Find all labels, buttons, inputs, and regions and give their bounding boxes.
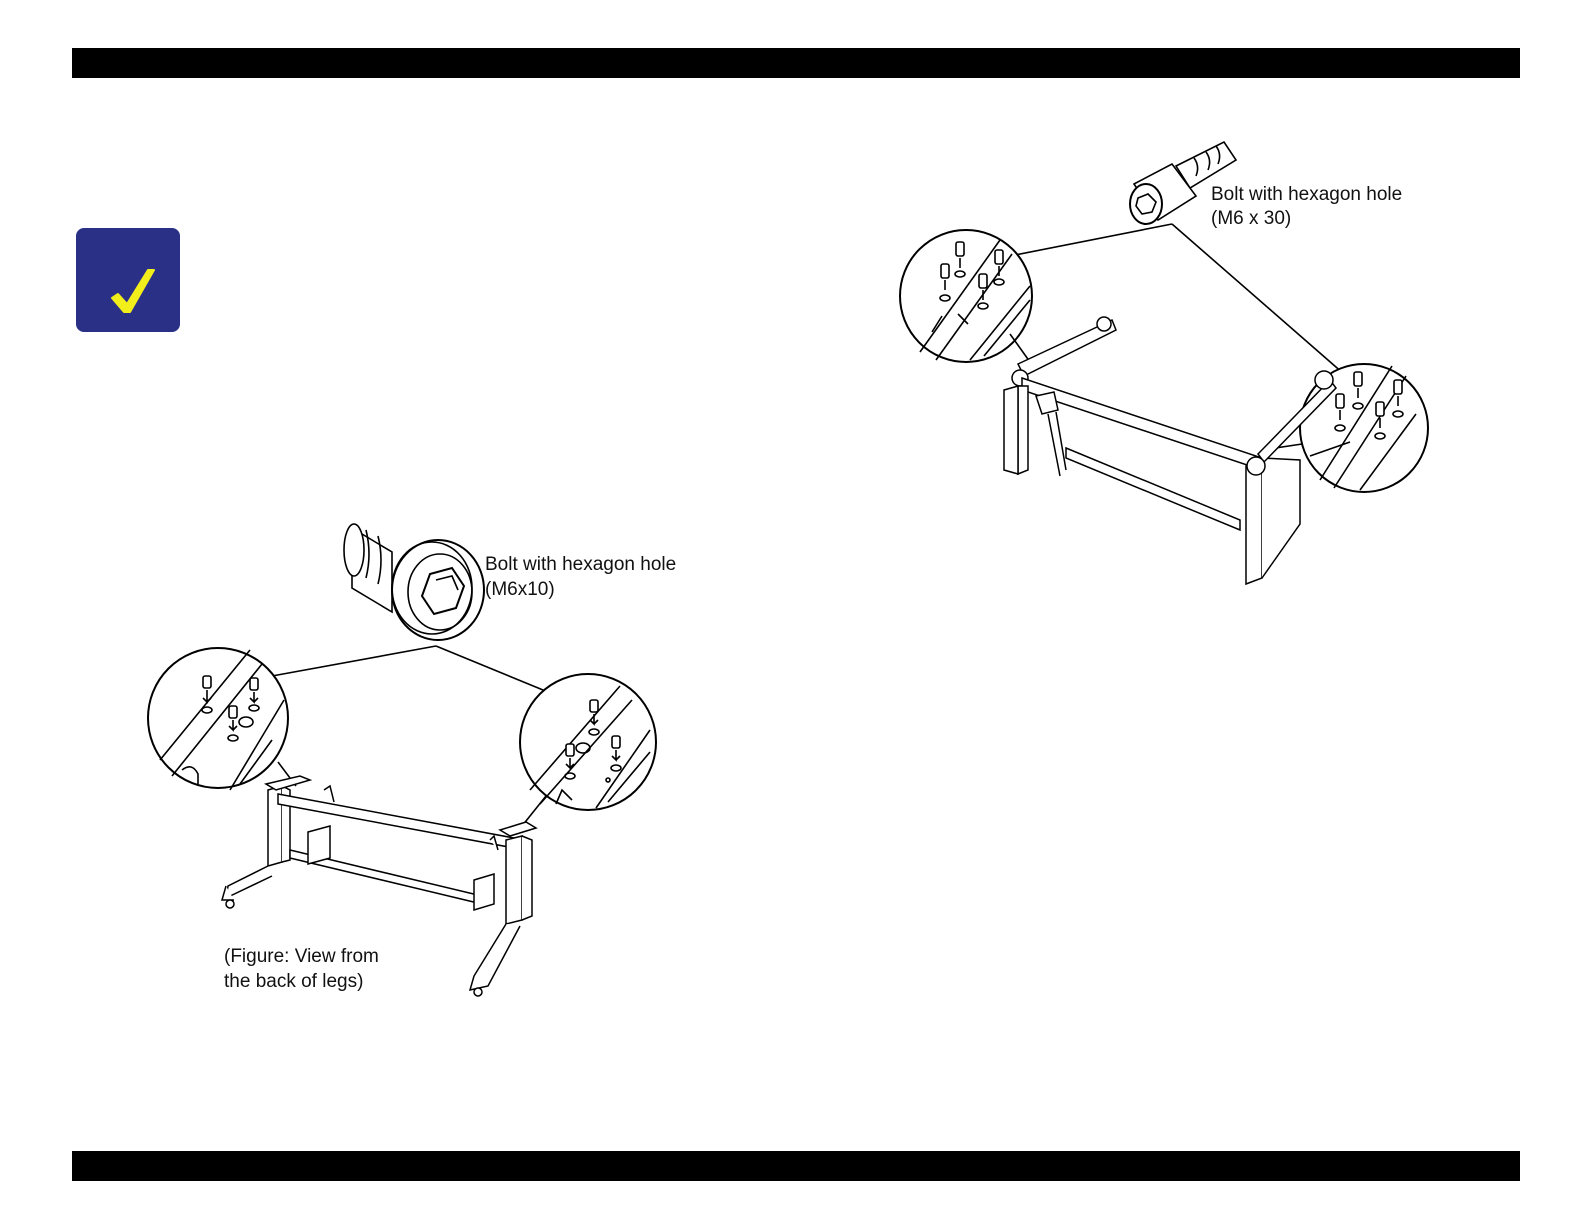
footer-bar [72, 1151, 1520, 1181]
figure-right-stand-illustration [0, 0, 1584, 1100]
bolt-label-right-line1: Bolt with hexagon hole [1211, 183, 1402, 207]
bolt-label-right-line2: (M6 x 30) [1211, 207, 1291, 231]
upper-detail-circle [900, 230, 1032, 362]
stand-frame-inverted [1004, 317, 1336, 584]
